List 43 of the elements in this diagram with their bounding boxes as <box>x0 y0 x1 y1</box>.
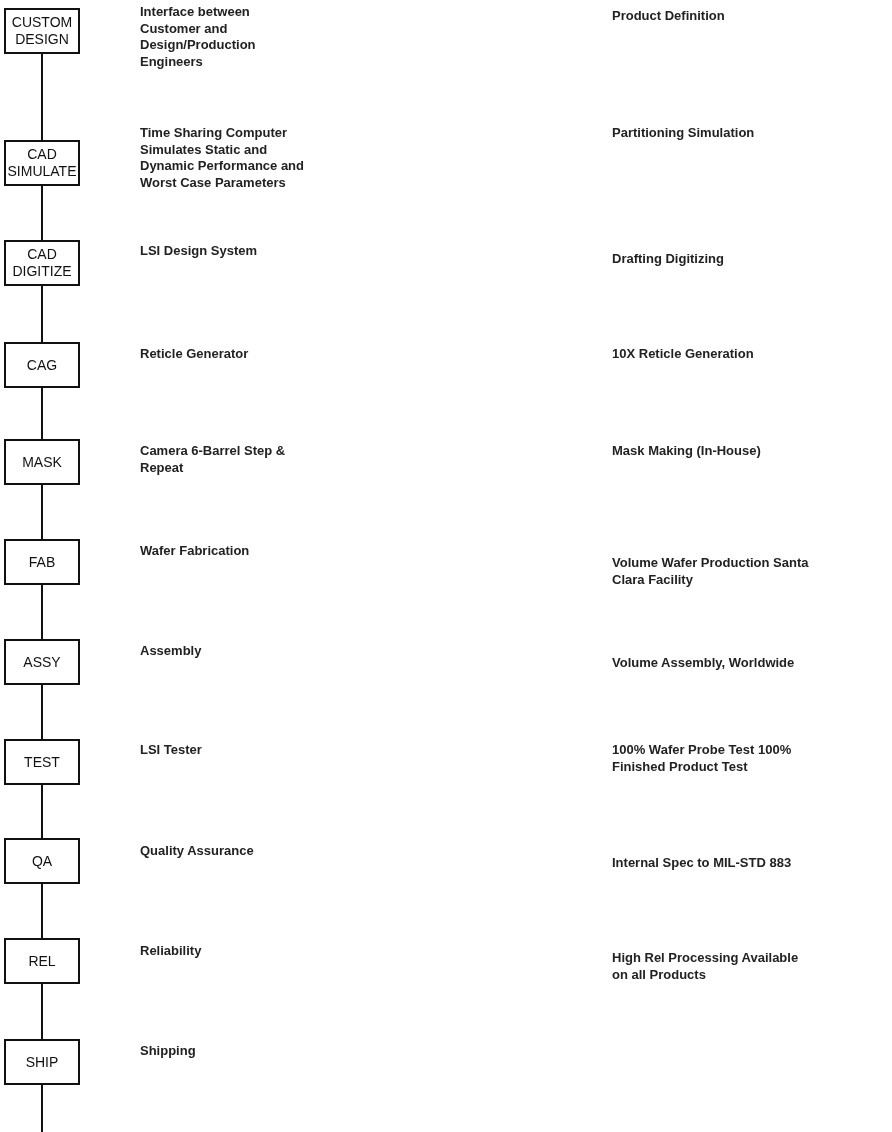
connector-line <box>41 387 43 440</box>
equipment-description: Reticle Generator <box>140 346 250 363</box>
equipment-description: LSI Design System <box>140 243 259 260</box>
process-box: FAB <box>4 539 80 585</box>
function-description: Product Definition <box>612 8 726 25</box>
equipment-description: Interface between Customer and Design/Production Engineers <box>140 4 257 70</box>
connector-line <box>41 285 43 343</box>
function-description: Drafting Digitizing <box>612 251 725 268</box>
function-description: Volume Assembly, Worldwide <box>612 655 796 672</box>
connector-line <box>41 185 43 241</box>
function-description: Partitioning Simulation <box>612 125 756 142</box>
equipment-description: Time Sharing Computer Simulates Static and Dynamic Performance and Worst Case Parameters <box>140 125 305 191</box>
process-box: TEST <box>4 739 80 785</box>
equipment-description: Quality Assurance <box>140 843 255 860</box>
function-description: 100% Wafer Probe Test 100% Finished Product Test <box>612 742 793 775</box>
function-description: High Rel Processing Available on all Products <box>612 950 800 983</box>
process-box: SHIP <box>4 1039 80 1085</box>
connector-line <box>41 584 43 640</box>
connector-line <box>41 983 43 1040</box>
function-description: 10X Reticle Generation <box>612 346 755 363</box>
process-box: MASK <box>4 439 80 485</box>
process-box: CAD DIGITIZE <box>4 240 80 286</box>
equipment-description: Assembly <box>140 643 203 660</box>
connector-line <box>41 1084 43 1132</box>
equipment-description: Reliability <box>140 943 203 960</box>
process-box: CAG <box>4 342 80 388</box>
function-description: Volume Wafer Production Santa Clara Facility <box>612 555 810 588</box>
equipment-description: LSI Tester <box>140 742 203 759</box>
connector-line <box>41 684 43 740</box>
connector-line <box>41 53 43 141</box>
process-box: CUSTOM DESIGN <box>4 8 80 54</box>
equipment-description: Wafer Fabrication <box>140 543 251 560</box>
connector-line <box>41 883 43 939</box>
function-description: Internal Spec to MIL-STD 883 <box>612 855 793 872</box>
equipment-description: Camera 6-Barrel Step & Repeat <box>140 443 287 476</box>
process-box: CAD SIMULATE <box>4 140 80 186</box>
connector-line <box>41 784 43 839</box>
connector-line <box>41 484 43 540</box>
process-box: ASSY <box>4 639 80 685</box>
process-box: QA <box>4 838 80 884</box>
process-box: REL <box>4 938 80 984</box>
equipment-description: Shipping <box>140 1043 197 1060</box>
function-description: Mask Making (In-House) <box>612 443 762 460</box>
